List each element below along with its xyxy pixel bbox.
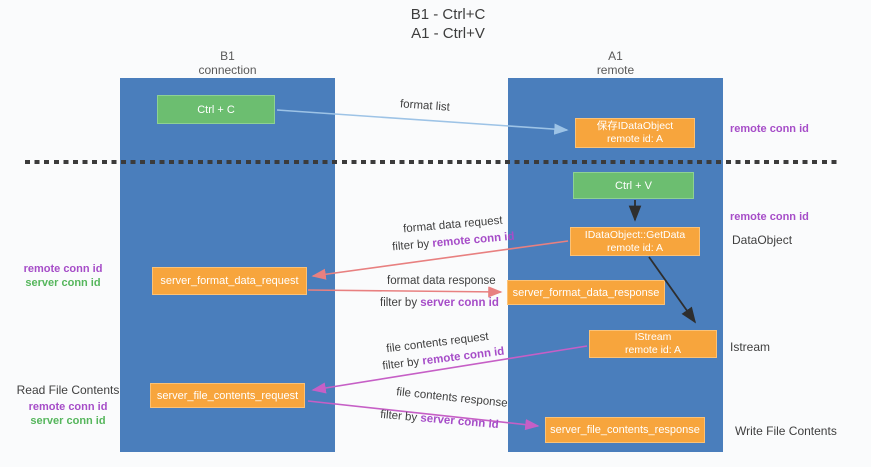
node-idataobject-getdata: IDataObject::GetData remote id: A <box>570 227 700 256</box>
label-left-server-conn-id-2: server conn id <box>30 415 106 427</box>
annotation-filter-server-1: filter by server conn id <box>380 297 499 309</box>
diagram-title-line1: B1 - Ctrl+C <box>410 6 486 23</box>
node-server-format-data-response: server_format_data_response <box>507 280 665 305</box>
lane-a1-subtitle: remote <box>596 63 635 77</box>
filter-prefix: filter by <box>379 408 421 425</box>
node-save-idataobject-line1: 保存IDataObject <box>596 120 674 132</box>
lane-header-a1: A1 remote <box>508 49 723 77</box>
node-save-idataobject-line2: remote id: A <box>606 133 664 145</box>
label-right-remote-conn-id-1: remote conn id <box>730 123 809 135</box>
lane-b1-subtitle: connection <box>198 63 257 77</box>
filter-prefix: filter by <box>391 237 433 254</box>
node-ctrl-c: Ctrl + C <box>157 95 275 124</box>
label-read-file-contents: Read File Contents <box>16 383 120 397</box>
label-right-remote-conn-id-2: remote conn id <box>730 211 809 223</box>
node-istream: IStream remote id: A <box>589 330 717 358</box>
lane-header-b1: B1 connection <box>120 49 335 77</box>
node-getdata-line1: IDataObject::GetData <box>584 228 686 241</box>
label-dataobject: DataObject <box>732 233 793 247</box>
label-istream: Istream <box>730 340 771 354</box>
filter-prefix: filter by <box>381 355 424 373</box>
annotation-format-data-response: format data response <box>387 275 496 287</box>
node-ctrl-v: Ctrl + V <box>573 172 694 199</box>
filter-prefix: filter by <box>380 297 421 309</box>
node-server-format-data-request: server_format_data_request <box>152 267 307 295</box>
label-left-server-conn-id-1: server conn id <box>25 277 101 289</box>
lane-a1-name: A1 <box>608 49 623 63</box>
arrow-format-data-response <box>307 286 503 298</box>
node-istream-line2: remote id: A <box>624 344 682 356</box>
node-save-idataobject: 保存IDataObject remote id: A <box>575 118 695 148</box>
node-istream-line1: IStream <box>634 331 672 343</box>
phase-separator-dashed-line <box>25 160 837 164</box>
label-write-file-contents: Write File Contents <box>735 424 837 438</box>
node-server-file-contents-response: server_file_contents_response <box>545 417 705 443</box>
annotation-file-contents-response: file contents response <box>395 386 509 410</box>
lane-b1-name: B1 <box>220 49 235 63</box>
filter-server-conn-id: server conn id <box>419 412 500 432</box>
label-left-remote-conn-id-2: remote conn id <box>28 401 108 413</box>
annotation-filter-server-2: filter by server conn id <box>380 409 499 431</box>
annotation-format-list: format list <box>399 98 451 114</box>
filter-server-conn-id: server conn id <box>420 297 499 309</box>
node-getdata-line2: remote id: A <box>606 241 664 254</box>
node-server-file-contents-request: server_file_contents_request <box>150 383 305 408</box>
label-left-remote-conn-id-1: remote conn id <box>23 263 103 275</box>
filter-remote-conn-id: remote conn id <box>431 230 515 250</box>
diagram-title-line2: A1 - Ctrl+V <box>411 25 485 42</box>
